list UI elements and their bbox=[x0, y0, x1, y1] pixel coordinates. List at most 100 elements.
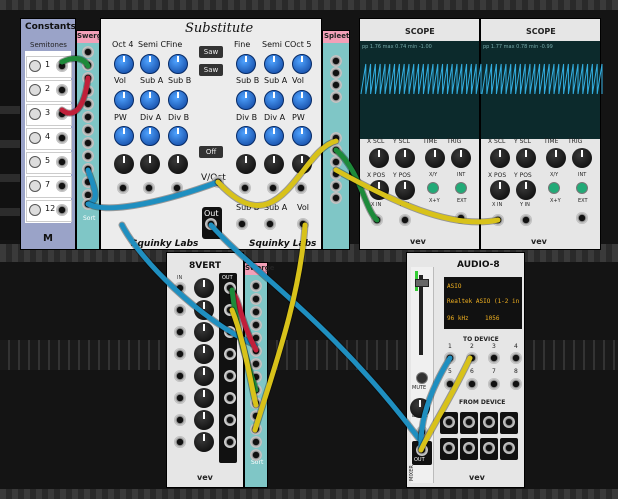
cv-input-jack[interactable] bbox=[171, 182, 183, 194]
to-device-jack[interactable] bbox=[466, 378, 478, 390]
swerge-input-jack[interactable] bbox=[82, 137, 94, 149]
time-knob[interactable] bbox=[425, 148, 445, 168]
constant-output-jack[interactable] bbox=[56, 204, 68, 216]
trig-knob[interactable] bbox=[451, 148, 471, 168]
mixer-in-jack[interactable] bbox=[416, 426, 428, 438]
bvert-output-jack[interactable] bbox=[224, 326, 236, 338]
to-device-jack[interactable] bbox=[444, 378, 456, 390]
cv-input-jack[interactable] bbox=[295, 182, 307, 194]
trig-source-button[interactable] bbox=[455, 182, 467, 194]
swerge-input-jack[interactable] bbox=[250, 436, 262, 448]
swerge-input-jack[interactable] bbox=[82, 176, 94, 188]
trig-source-button[interactable] bbox=[576, 182, 588, 194]
constant-output-jack[interactable] bbox=[56, 108, 68, 120]
bvert-gain-knob[interactable] bbox=[194, 322, 214, 342]
audio8-device[interactable]: Realtek ASIO (1-2 in bbox=[447, 298, 520, 305]
modulation-knob[interactable] bbox=[292, 154, 312, 174]
scope-y-input-jack[interactable] bbox=[520, 214, 532, 226]
output-jack[interactable] bbox=[297, 218, 309, 230]
swerge-input-jack[interactable] bbox=[82, 72, 94, 84]
scale-knob[interactable] bbox=[369, 148, 389, 168]
to-device-jack[interactable] bbox=[488, 378, 500, 390]
modulation-knob[interactable] bbox=[114, 154, 134, 174]
from-device-jack[interactable] bbox=[463, 442, 475, 454]
bvert-input-jack[interactable] bbox=[174, 370, 186, 382]
swerge-input-jack[interactable] bbox=[250, 384, 262, 396]
audio8-driver[interactable]: ASIO bbox=[447, 283, 462, 290]
bvert-gain-knob[interactable] bbox=[194, 410, 214, 430]
from-device-jack[interactable] bbox=[483, 442, 495, 454]
swerge-input-jack[interactable] bbox=[82, 124, 94, 136]
bvert-input-jack[interactable] bbox=[174, 414, 186, 426]
audio8-block[interactable]: 1056 bbox=[485, 315, 500, 322]
xy-mode-button[interactable] bbox=[548, 182, 560, 194]
xy-mode-button[interactable] bbox=[427, 182, 439, 194]
swerge-input-jack[interactable] bbox=[250, 280, 262, 292]
bvert-input-jack[interactable] bbox=[174, 282, 186, 294]
position-knob[interactable] bbox=[369, 180, 389, 200]
off-select[interactable]: Off bbox=[199, 146, 223, 158]
constant-toggle-button[interactable] bbox=[29, 156, 41, 168]
divider-knob[interactable] bbox=[140, 126, 160, 146]
tuning-knob[interactable] bbox=[292, 54, 312, 74]
swerge-input-jack[interactable] bbox=[250, 306, 262, 318]
swerge-input-jack[interactable] bbox=[82, 163, 94, 175]
tuning-knob[interactable] bbox=[114, 54, 134, 74]
divider-knob[interactable] bbox=[168, 126, 188, 146]
scale-knob[interactable] bbox=[395, 148, 415, 168]
scope-x-input-jack[interactable] bbox=[492, 214, 504, 226]
sub-level-knob[interactable] bbox=[168, 90, 188, 110]
scope-y-input-jack[interactable] bbox=[399, 214, 411, 226]
waveform-select-2[interactable]: Saw bbox=[199, 64, 223, 76]
waveform-select-1[interactable]: Saw bbox=[199, 46, 223, 58]
swerge-input-jack[interactable] bbox=[250, 345, 262, 357]
cv-input-jack[interactable] bbox=[143, 182, 155, 194]
from-device-jack[interactable] bbox=[443, 416, 455, 428]
from-device-jack[interactable] bbox=[503, 416, 515, 428]
voct-input-jack[interactable] bbox=[212, 176, 224, 188]
to-device-jack[interactable] bbox=[488, 352, 500, 364]
scale-knob[interactable] bbox=[516, 148, 536, 168]
to-device-jack[interactable] bbox=[444, 352, 456, 364]
swerge-output-jack[interactable] bbox=[82, 198, 94, 210]
level-knob[interactable] bbox=[410, 398, 430, 418]
tuning-knob[interactable] bbox=[140, 54, 160, 74]
swerge-input-jack[interactable] bbox=[250, 397, 262, 409]
modulation-knob[interactable] bbox=[140, 154, 160, 174]
constant-output-jack[interactable] bbox=[56, 84, 68, 96]
from-device-jack[interactable] bbox=[443, 442, 455, 454]
output-jack[interactable] bbox=[236, 218, 248, 230]
bvert-output-jack[interactable] bbox=[224, 348, 236, 360]
modulation-knob[interactable] bbox=[168, 154, 188, 174]
constant-toggle-button[interactable] bbox=[29, 60, 41, 72]
constant-output-jack[interactable] bbox=[56, 60, 68, 72]
sub-level-knob[interactable] bbox=[264, 90, 284, 110]
audio8-rate[interactable]: 96 kHz bbox=[447, 315, 469, 322]
scale-knob[interactable] bbox=[490, 148, 510, 168]
swerge-input-jack[interactable] bbox=[250, 319, 262, 331]
scope-ext-trig-jack[interactable] bbox=[455, 212, 467, 224]
spleet-output-jack[interactable] bbox=[330, 180, 342, 192]
swerge-input-jack[interactable] bbox=[82, 59, 94, 71]
divider-knob[interactable] bbox=[292, 126, 312, 146]
spleet-output-jack[interactable] bbox=[330, 192, 342, 204]
cv-input-jack[interactable] bbox=[117, 182, 129, 194]
bvert-gain-knob[interactable] bbox=[194, 366, 214, 386]
spleet-output-jack[interactable] bbox=[330, 55, 342, 67]
output-jack[interactable] bbox=[264, 218, 276, 230]
swerge-input-jack[interactable] bbox=[250, 423, 262, 435]
modulation-knob[interactable] bbox=[236, 154, 256, 174]
from-device-jack[interactable] bbox=[463, 416, 475, 428]
bvert-output-jack[interactable] bbox=[224, 414, 236, 426]
sub-level-knob[interactable] bbox=[114, 90, 134, 110]
bvert-output-jack[interactable] bbox=[224, 282, 236, 294]
spleet-output-jack[interactable] bbox=[330, 79, 342, 91]
constant-output-jack[interactable] bbox=[56, 156, 68, 168]
swerge-input-jack[interactable] bbox=[82, 111, 94, 123]
spleet-output-jack[interactable] bbox=[330, 132, 342, 144]
bvert-output-jack[interactable] bbox=[224, 436, 236, 448]
spleet-output-jack[interactable] bbox=[330, 156, 342, 168]
from-device-jack[interactable] bbox=[483, 416, 495, 428]
sub-level-knob[interactable] bbox=[140, 90, 160, 110]
bvert-input-jack[interactable] bbox=[174, 304, 186, 316]
